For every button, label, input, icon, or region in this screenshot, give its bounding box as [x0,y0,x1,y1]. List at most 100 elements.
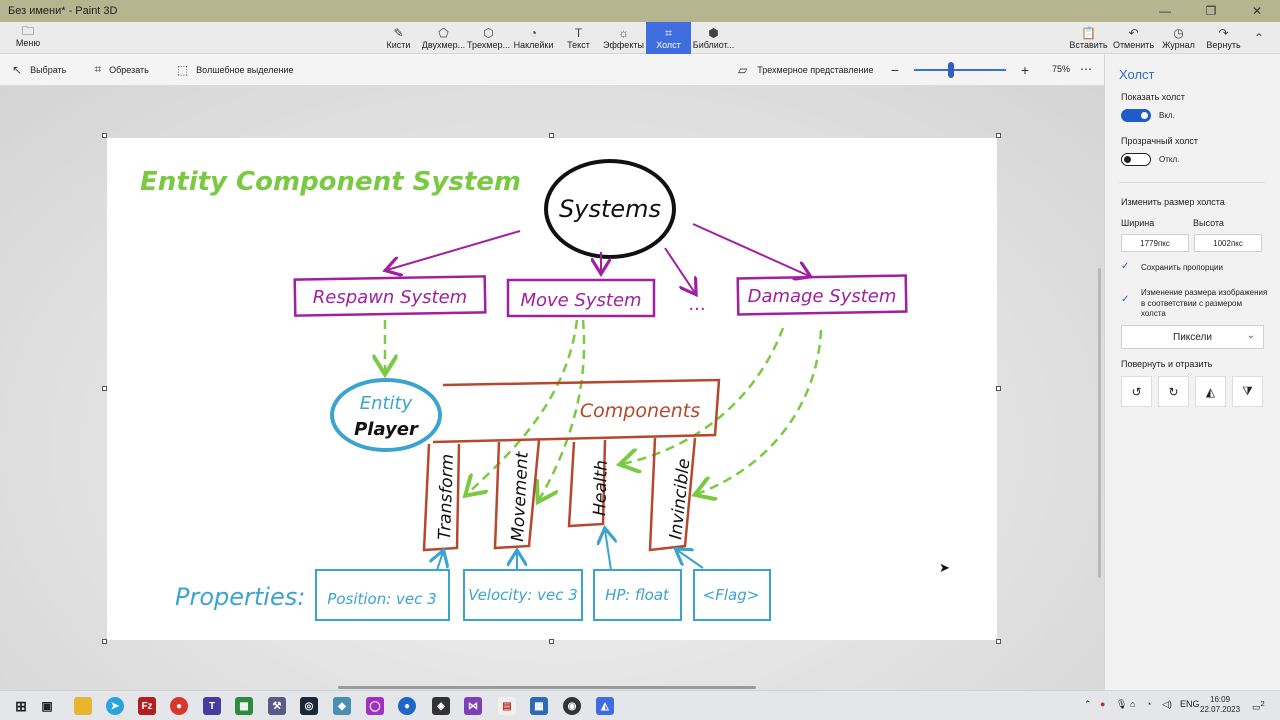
entity-label: Entity [360,393,413,414]
telegram-icon[interactable]: ➤ [106,697,124,715]
collapse-ribbon-button[interactable]: ⌃ [1246,22,1272,54]
app-icon-cube[interactable]: ◆ [333,697,351,715]
keep-ratio-label: Сохранить пропорции [1141,263,1223,272]
canvas-icon: ⌗ [665,26,672,40]
arrow-move-movement [539,319,586,500]
redo-button[interactable]: ↷Вернуть [1201,22,1246,54]
minimize-icon[interactable]: — [1159,4,1171,18]
title-bar: Без имени* - Paint 3D — ❐ ✕ [0,0,1280,22]
canvas[interactable]: Entity Component System Systems Respawn … [107,138,997,640]
spreadsheet-icon[interactable]: ▦ [235,697,253,715]
library-icon: ⬢ [708,26,719,40]
zoom-in-icon[interactable]: + [1020,62,1030,78]
rotate-right-button[interactable]: ↻ [1158,376,1189,407]
history-button[interactable]: ◷Журнал [1156,22,1201,54]
windows-start-icon[interactable]: ⊞ [15,697,27,714]
menu-button[interactable]: 🗀 Меню [8,24,48,48]
network-icon[interactable]: ⌂ [1130,699,1136,709]
resize-handle-e[interactable] [996,386,1001,391]
height-input[interactable]: 1002пкс [1194,234,1262,252]
show-canvas-toggle[interactable] [1121,109,1151,122]
wifi-icon[interactable]: ◔ [1146,699,1152,709]
paste-button[interactable]: 📋Вставить [1066,22,1111,54]
tool-3d-shapes[interactable]: ⬡Трехмер... [466,22,511,54]
steam-icon[interactable]: ◎ [300,697,318,715]
tray-chevron-icon[interactable]: ⌃ [1084,699,1092,709]
width-input[interactable]: 1779пкс [1121,234,1189,252]
undo-button[interactable]: ↶Отменить [1111,22,1156,54]
health-column [567,439,607,528]
file-explorer-icon[interactable] [74,697,92,715]
units-select[interactable]: Пиксели ⌄ [1121,325,1264,349]
rotate-left-button[interactable]: ↺ [1121,376,1152,407]
flip-vertical-button[interactable]: ⧩ [1232,376,1263,407]
unity-icon[interactable]: ◈ [432,697,450,715]
microphone-icon[interactable]: 🎙 [1116,699,1128,709]
calculator-icon[interactable]: ▦ [530,697,548,715]
components-box [432,378,721,444]
resize-handle-nw[interactable] [102,133,107,138]
view3d-button[interactable]: ▱Трехмерное представление [738,54,874,86]
crop-button[interactable]: ⌗Обрезать [94,62,148,77]
flip-horizontal-button[interactable]: ◭ [1195,376,1226,407]
volume-icon[interactable]: ◁) [1162,699,1172,709]
tool-canvas[interactable]: ⌗Холст [646,22,691,54]
resize-handle-sw[interactable] [102,639,107,644]
view3d-label: Трехмерное представление [757,65,874,75]
tray-app-icon[interactable]: ● [1100,699,1106,709]
chevron-down-icon: ⌄ [1246,330,1255,341]
resize-handle-s[interactable] [549,639,554,644]
tool-stickers[interactable]: ◔Наклейки [511,22,556,54]
app-icon-circle[interactable]: ◯ [366,697,384,715]
maximize-icon[interactable]: ❐ [1205,4,1217,18]
filezilla-icon[interactable]: Fz [138,697,156,715]
tool-brushes[interactable]: ✎Кисти [376,22,421,54]
obs-icon[interactable]: ◉ [563,697,581,715]
language-indicator[interactable]: ENG [1180,699,1200,709]
horizontal-scrollbar[interactable] [338,686,756,689]
clock[interactable]: 16:09 22.07.2023 [1200,695,1240,715]
select-button[interactable]: ↖Выбрать [12,63,66,77]
zoom-out-icon[interactable]: − [890,62,900,78]
transparent-canvas-label: Прозрачный холст [1121,136,1199,146]
notifications-icon[interactable]: ▭2 [1252,699,1265,712]
keep-ratio-checkbox[interactable]: ✓ [1121,261,1130,272]
app-icon-t[interactable]: T [203,697,221,715]
transparent-canvas-toggle[interactable] [1121,153,1151,166]
task-view-icon[interactable]: ▣ [41,699,53,713]
paint3d-icon[interactable]: ◭ [590,691,620,720]
magic-select-button[interactable]: ⬚Волшебное выделение [177,63,294,77]
diagram: Entity Component System Systems Respawn … [140,159,908,621]
chrome-icon[interactable]: ● [170,697,188,715]
tool-library[interactable]: ⬢Библиот... [691,22,736,54]
menu-label: Меню [15,38,41,48]
resize-handle-se[interactable] [996,639,1001,644]
text-icon: T [574,26,583,40]
resize-handle-w[interactable] [102,386,107,391]
app-icon-tools[interactable]: ⚒ [268,697,286,715]
resize-image-checkbox[interactable]: ✓ [1121,294,1130,305]
resize-handle-n[interactable] [549,133,554,138]
arrow-move-transform [467,319,579,494]
zoom-slider[interactable] [914,62,1006,78]
resize-handle-ne[interactable] [996,133,1001,138]
paste-icon: 📋 [1081,26,1096,40]
more-options-icon[interactable]: ⋯ [1080,62,1092,76]
ribbon-right-tools: 📋Вставить ↶Отменить ◷Журнал ↷Вернуть ⌃ [1066,22,1272,54]
zoom-level[interactable]: 75% [1052,64,1071,74]
width-label: Ширина [1121,218,1155,228]
tool-2d-shapes[interactable]: ⬠Двухмер... [421,22,466,54]
pdf-icon[interactable]: ▤ [498,697,516,715]
visual-studio-icon[interactable]: ⋈ [464,697,482,715]
rotate-left-icon: ↺ [1131,384,1142,399]
vertical-scrollbar[interactable] [1098,268,1101,578]
history-label: Журнал [1162,40,1195,50]
maps-icon[interactable]: ● [398,697,416,715]
tool-effects[interactable]: ☼Эффекты [601,22,646,54]
close-icon[interactable]: ✕ [1251,4,1263,18]
canvas-toolbar: ↖Выбрать ⌗Обрезать ⬚Волшебное выделение … [0,54,1104,86]
zoom-slider-thumb[interactable] [948,62,955,78]
arrow-to-damage [692,223,809,276]
flip-vertical-icon: ⧩ [1242,384,1253,398]
